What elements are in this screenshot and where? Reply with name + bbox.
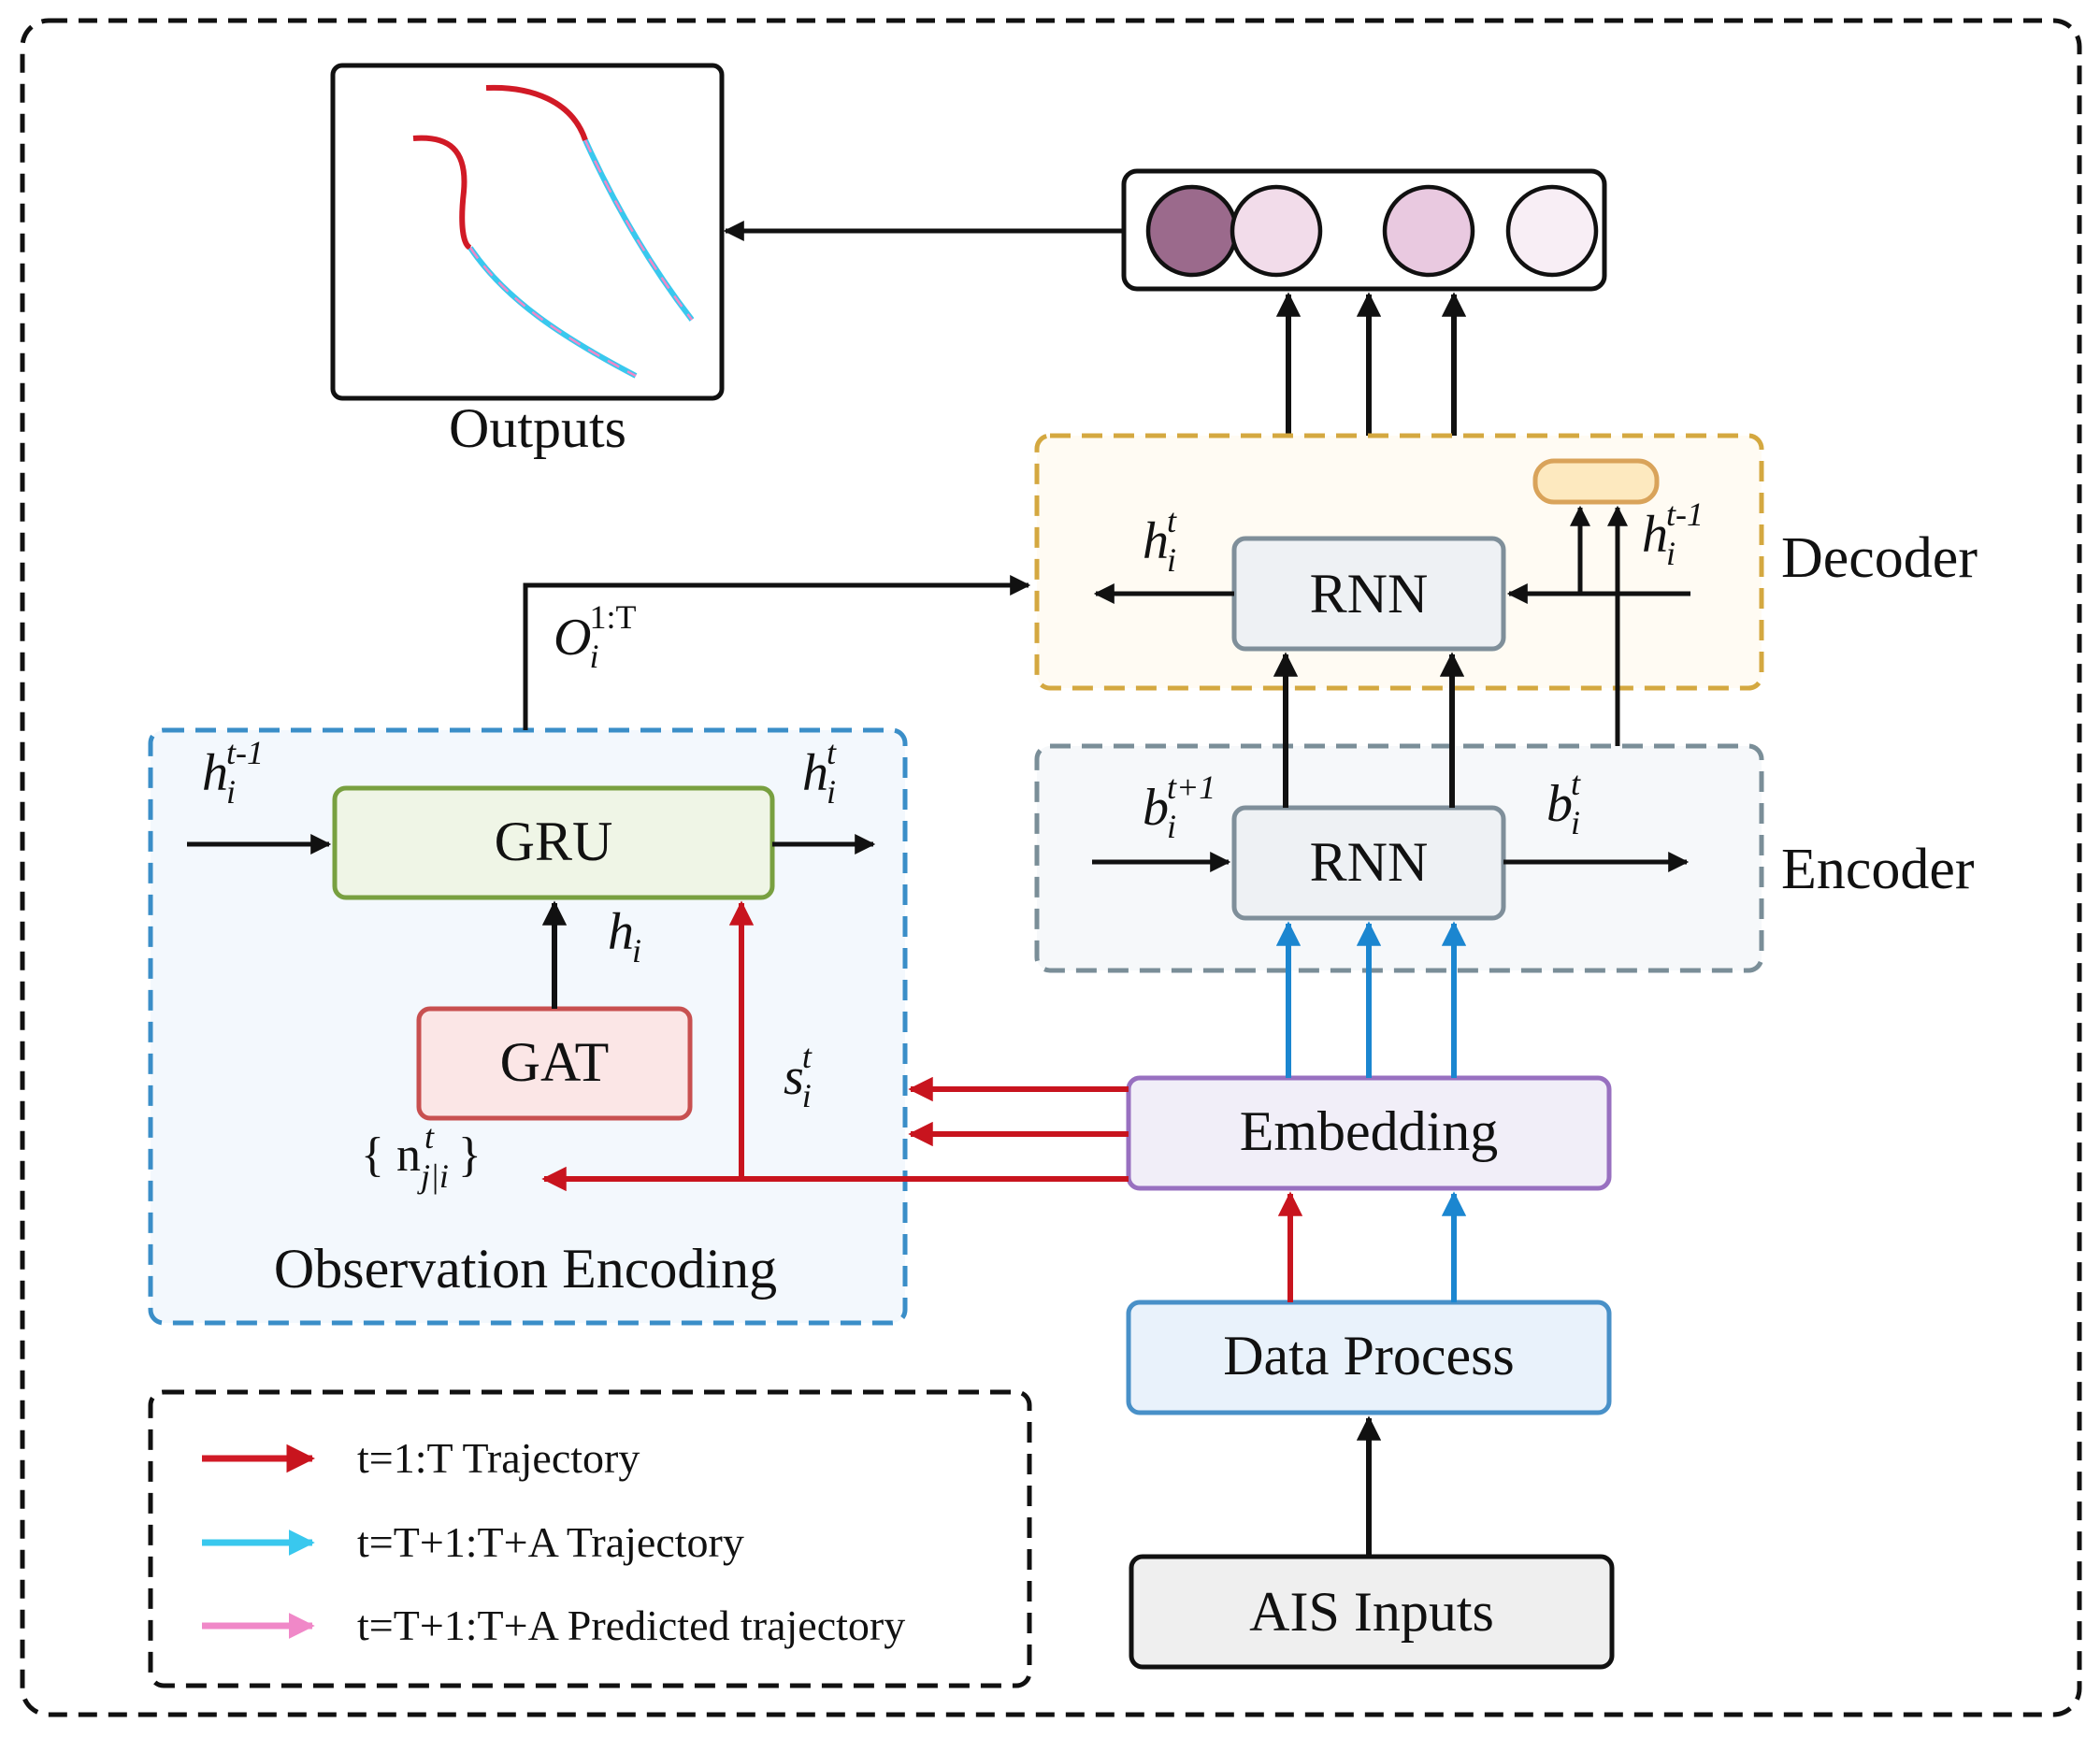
embedding-label: Embedding — [1240, 1100, 1499, 1162]
decoder-ht-1-label: hit-1 — [1642, 496, 1704, 572]
trajectory-2-observed — [485, 84, 588, 142]
legend-item-2: t=T+1:T+A Trajectory — [202, 1518, 744, 1566]
encoder-rnn-label: RNN — [1310, 831, 1429, 893]
legend-item-1: t=1:T Trajectory — [202, 1434, 640, 1482]
legend-text-3: t=T+1:T+A Predicted trajectory — [357, 1602, 905, 1649]
legend-item-3: t=T+1:T+A Predicted trajectory — [202, 1602, 905, 1649]
outputs-panel — [330, 63, 725, 401]
decoder-label: Decoder — [1781, 526, 1978, 590]
data-process-label: Data Process — [1223, 1325, 1515, 1386]
gru-ht-1-label: hit-1 — [202, 734, 264, 811]
gat-label: GAT — [500, 1031, 610, 1093]
legend-box — [148, 1389, 1032, 1688]
output-circle-1 — [1145, 184, 1239, 278]
data-process-box — [1126, 1300, 1612, 1415]
arrow-obs-to-decoder — [523, 574, 1031, 730]
observation-encoding-label: Observation Encoding — [274, 1238, 777, 1300]
trajectory-1-predicted — [468, 247, 637, 378]
outputs-label: Outputs — [449, 397, 626, 459]
gru-ht-label: hit — [802, 734, 837, 811]
hi-label: hi — [608, 903, 641, 970]
ais-inputs-label: AIS Inputs — [1249, 1581, 1494, 1643]
decoder-ht-label: hit — [1143, 502, 1177, 579]
output-circle-3 — [1382, 184, 1475, 278]
decoder-gate — [1532, 458, 1660, 505]
gru-label: GRU — [495, 811, 613, 872]
encoder-bt1-label: bit+1 — [1143, 768, 1215, 845]
trajectory-2-predicted — [583, 139, 693, 321]
trajectory-1-observed — [412, 135, 472, 251]
o-label: Oi1:T — [554, 598, 636, 675]
legend-text-2: t=T+1:T+A Trajectory — [357, 1518, 744, 1566]
output-vector — [1121, 168, 1607, 292]
outer-frame — [20, 18, 2082, 1717]
output-circle-2 — [1230, 184, 1323, 278]
si-label: sit — [784, 1038, 813, 1114]
encoder-bt-label: bit — [1546, 765, 1581, 841]
output-circle-4 — [1505, 184, 1599, 278]
decoder-rnn-label: RNN — [1310, 563, 1429, 625]
legend-text-1: t=1:T Trajectory — [357, 1434, 640, 1482]
encoder-label: Encoder — [1781, 838, 1975, 901]
